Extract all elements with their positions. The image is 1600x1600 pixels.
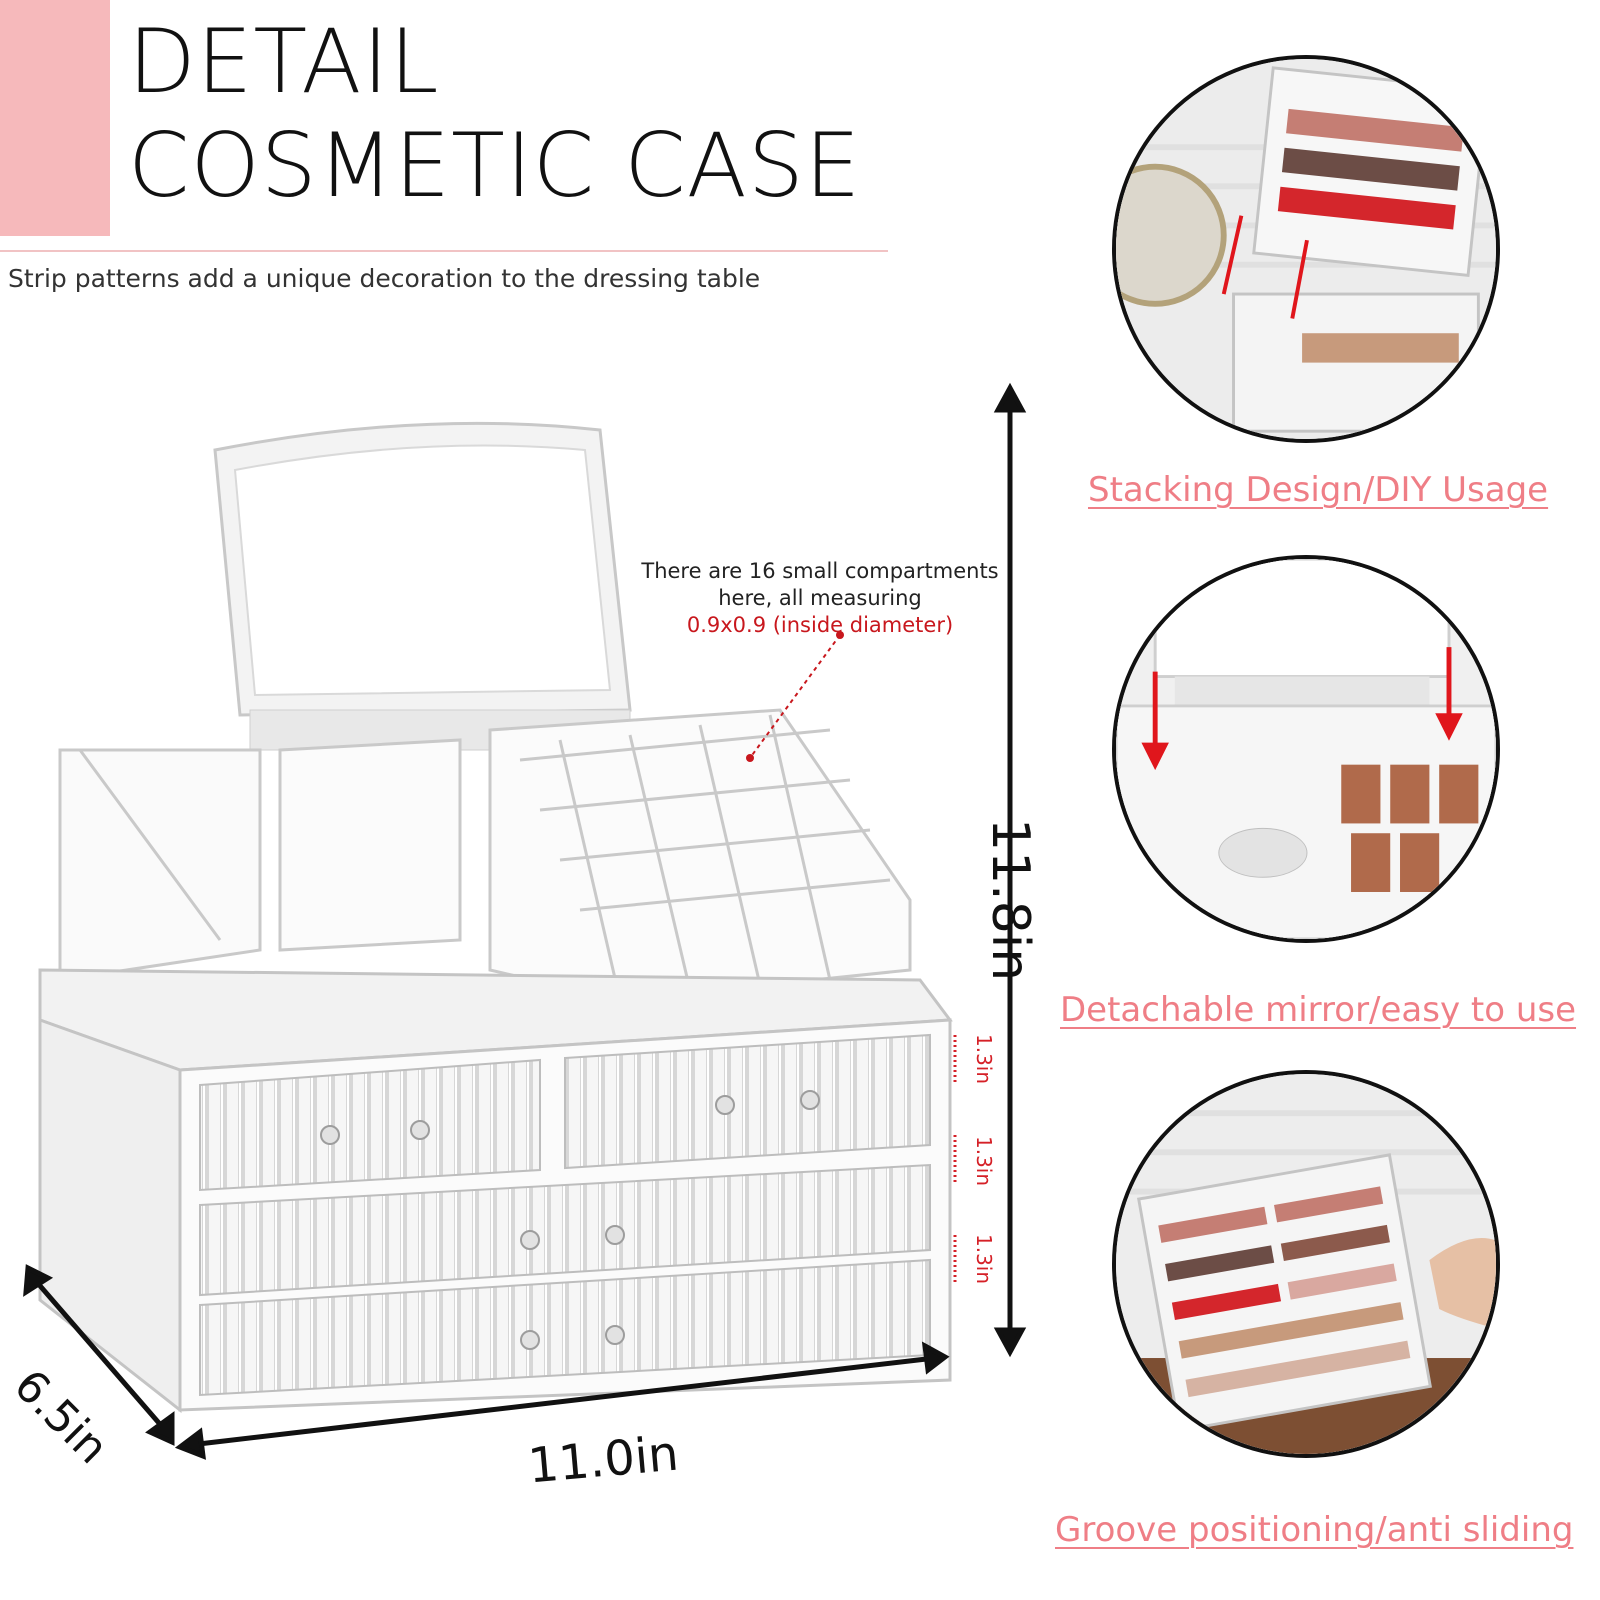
stacking-detail-image <box>1112 55 1500 443</box>
page-title-line2: COSMETIC CASE <box>128 114 862 217</box>
compartment-annotation: There are 16 small compartments here, al… <box>620 558 1020 639</box>
feature-label-mirror: Detachable mirror/easy to use <box>1060 990 1577 1030</box>
subtitle: Strip patterns add a unique decoration t… <box>8 264 761 293</box>
annotation-line3: 0.9x0.9 (inside diameter) <box>686 613 954 637</box>
mirror <box>213 421 632 751</box>
height-label: 11.8in <box>980 818 1040 982</box>
accent-bar <box>0 0 110 236</box>
title-divider <box>0 250 888 252</box>
product-illustration <box>23 382 1027 1460</box>
drawer-2-height-label: 1.3in <box>972 1136 996 1187</box>
feature-label-stacking: Stacking Design/DIY Usage <box>1088 470 1549 510</box>
annotation-line2: here, all measuring <box>718 586 922 610</box>
drawer-stack <box>38 1017 952 1414</box>
feature-label-groove: Groove positioning/anti sliding <box>1055 1510 1574 1550</box>
top-tray <box>58 708 912 1002</box>
groove-detail-image <box>1112 1070 1500 1458</box>
drawer-3-height-label: 1.3in <box>972 1234 996 1285</box>
mirror-detail-image <box>1112 555 1500 943</box>
annotation-line1: There are 16 small compartments <box>641 559 999 583</box>
drawer-1-height-label: 1.3in <box>972 1034 996 1085</box>
page-title-line1: DETAIL <box>128 10 440 113</box>
